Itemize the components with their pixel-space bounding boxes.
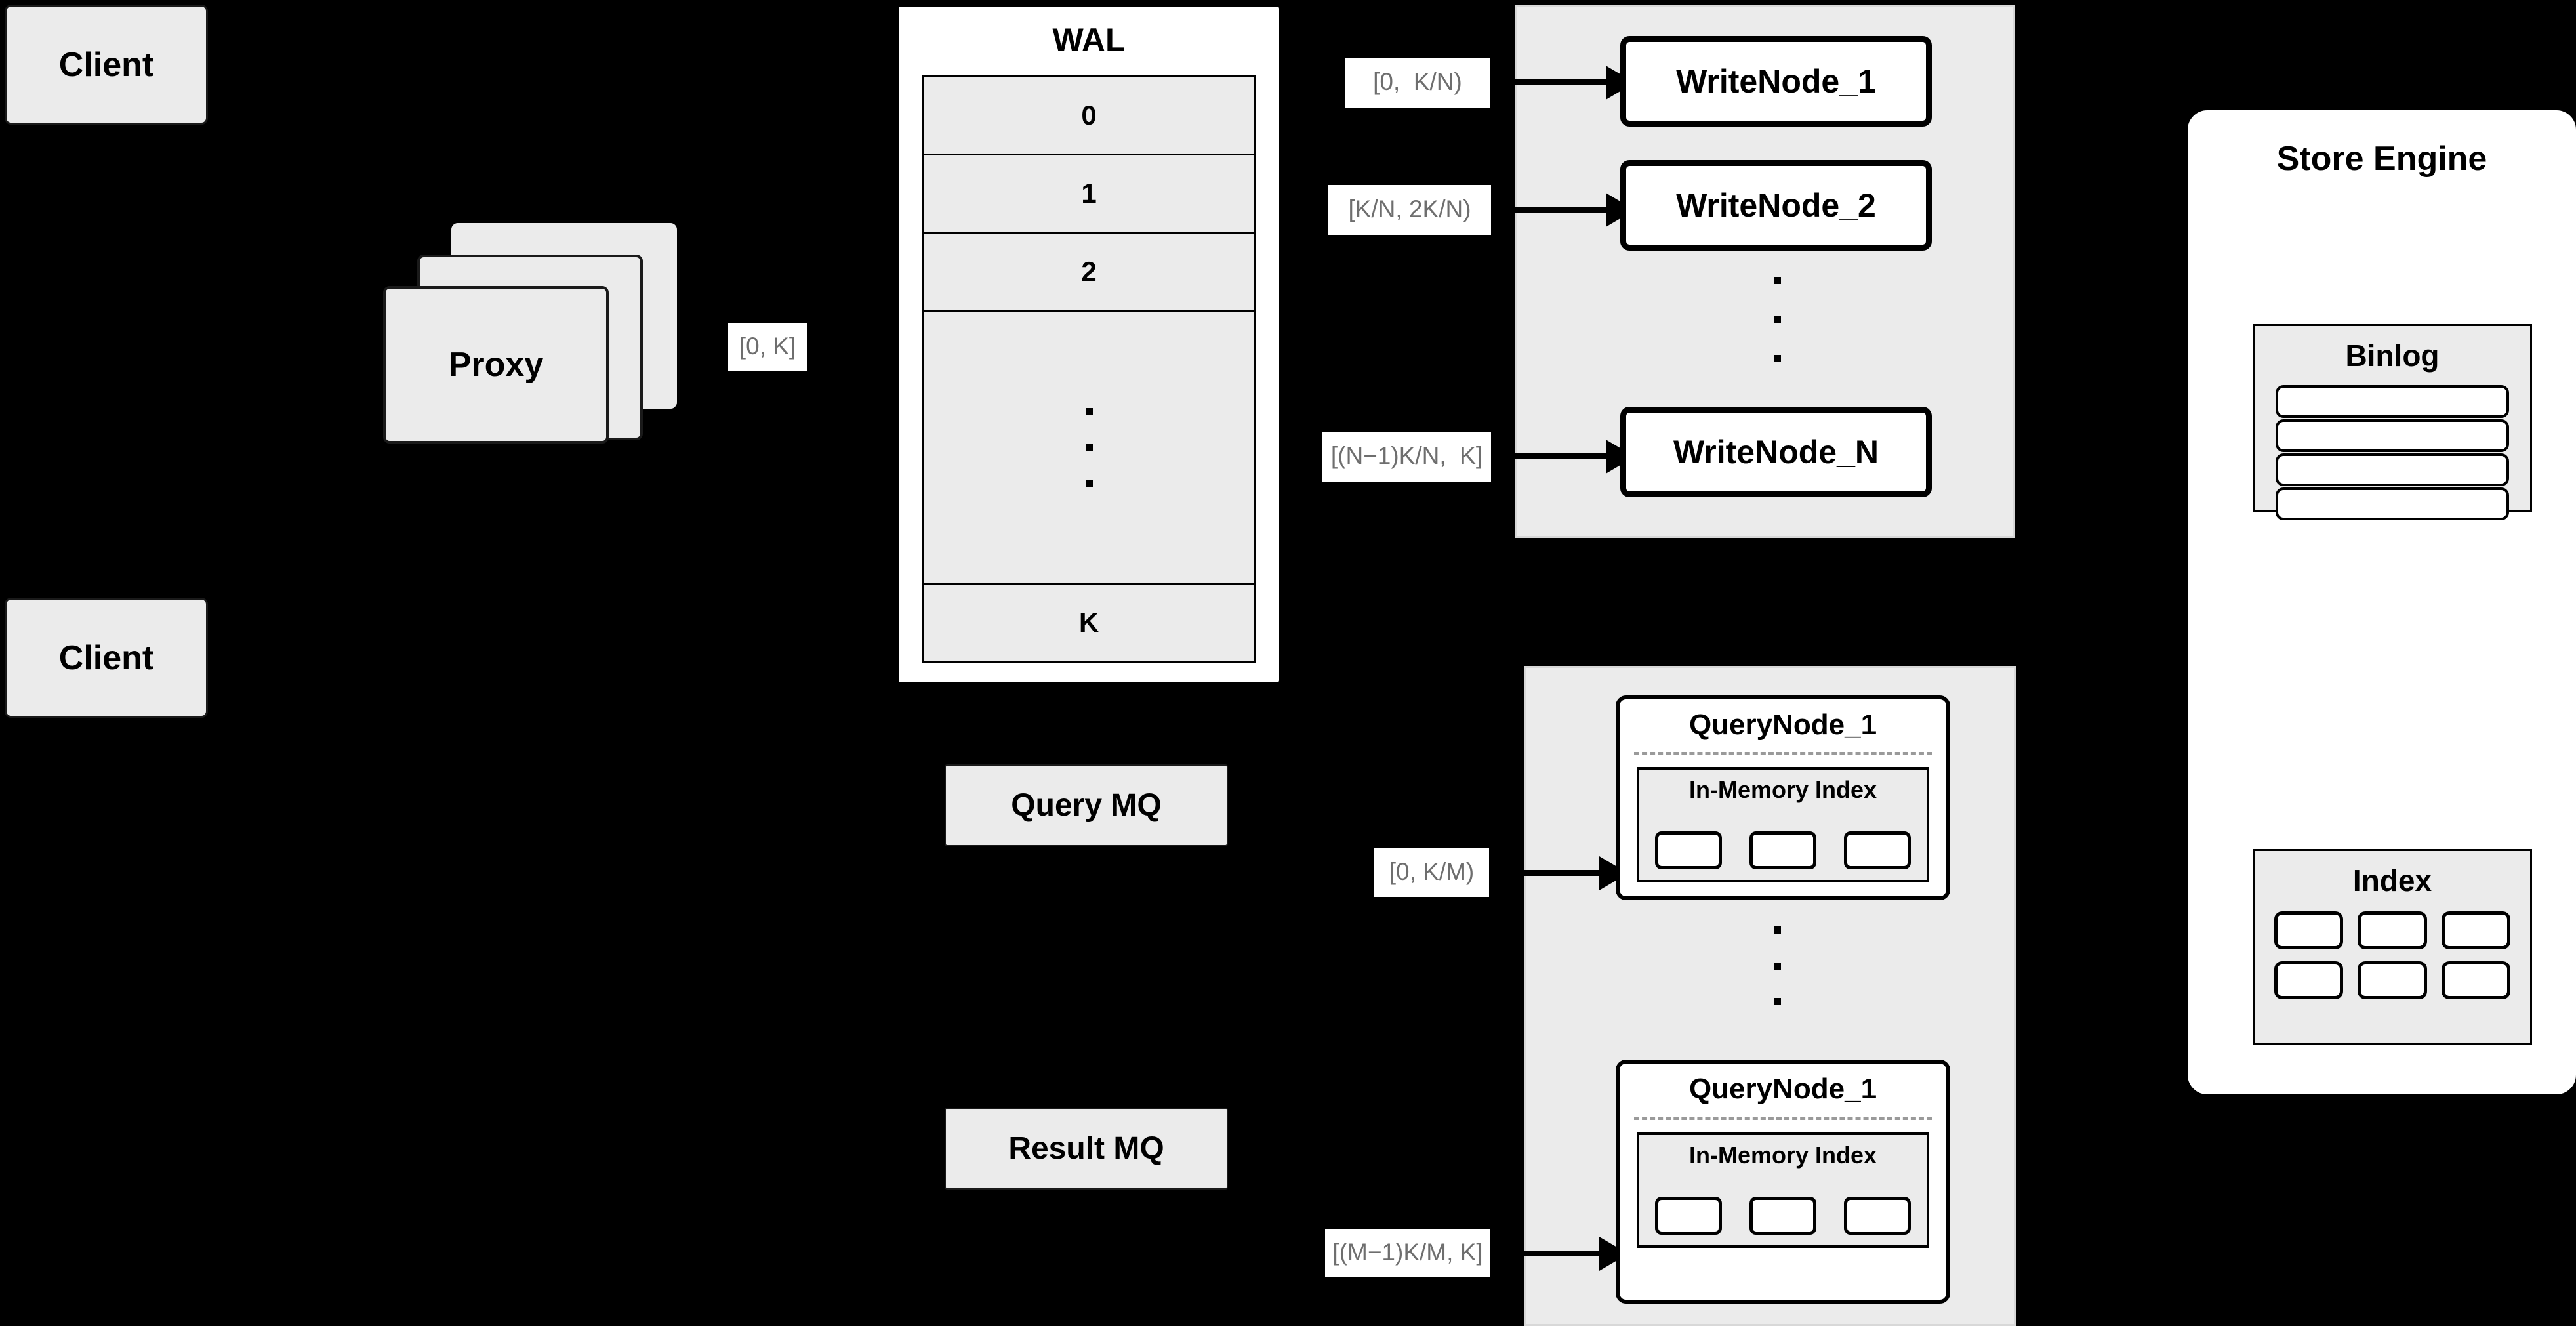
write-node-n[interactable]: WriteNode_N	[1620, 407, 1932, 497]
index-cell[interactable]	[2274, 961, 2344, 999]
index-cell[interactable]	[2441, 911, 2510, 949]
wal-row[interactable]: 1	[924, 155, 1254, 234]
query-mq-box[interactable]: Query MQ	[945, 764, 1228, 846]
write-node-1[interactable]: WriteNode_1	[1620, 36, 1932, 127]
range-text: [(M−1)K/M, K]	[1332, 1238, 1483, 1266]
write-group-ellipsis-icon	[1772, 277, 1782, 362]
wal-row[interactable]: K	[924, 585, 1254, 661]
range-text: [0, K/N)	[1373, 68, 1462, 95]
in-memory-index-cells	[1655, 1197, 1911, 1235]
query-node-divider	[1634, 1117, 1932, 1120]
wal-row-label: K	[1078, 607, 1099, 638]
binlog-panel[interactable]: Binlog	[2253, 324, 2532, 520]
index-cell[interactable]	[2441, 961, 2510, 999]
proxy-output-range-label: [0, K]	[728, 323, 807, 371]
result-mq-box[interactable]: Result MQ	[945, 1108, 1228, 1190]
index-cell[interactable]	[2358, 961, 2427, 999]
write-node-1-range-label: [0, K/N)	[1345, 58, 1490, 108]
wal-row[interactable]: 0	[924, 77, 1254, 155]
wal-row-ellipsis	[924, 312, 1254, 585]
write-node-label: WriteNode_N	[1673, 434, 1879, 470]
client-box-1[interactable]: Client	[5, 5, 208, 125]
store-engine-box[interactable]: Store Engine Binlog Index	[2188, 110, 2576, 1094]
in-memory-index-title: In-Memory Index	[1688, 776, 1877, 803]
store-index-panel[interactable]: Index	[2253, 849, 2532, 1045]
in-memory-index-title: In-Memory Index	[1688, 1142, 1877, 1169]
store-index-grid	[2274, 911, 2510, 999]
index-cell[interactable]	[2274, 911, 2344, 949]
store-index-title: Index	[2352, 863, 2432, 898]
arrow-to-write-node-1	[1515, 79, 1607, 85]
wal-row[interactable]: 2	[924, 234, 1254, 312]
in-memory-index-panel: In-Memory Index	[1637, 767, 1929, 882]
vertical-ellipsis-icon	[1085, 407, 1093, 487]
client-label: Client	[58, 638, 154, 677]
binlog-row[interactable]	[2276, 487, 2509, 520]
index-cell[interactable]	[1844, 1197, 1911, 1235]
arrow-to-query-node-1	[1523, 870, 1601, 876]
query-node-n-range-label: [(M−1)K/M, K]	[1325, 1229, 1490, 1277]
wal-row-label: 2	[1081, 256, 1097, 287]
result-mq-label: Result MQ	[1008, 1131, 1164, 1166]
index-cell[interactable]	[1749, 831, 1816, 869]
write-node-2[interactable]: WriteNode_2	[1620, 160, 1932, 251]
range-text: [K/N, 2K/N)	[1348, 195, 1471, 222]
index-cell[interactable]	[2358, 911, 2427, 949]
wal-row-label: 0	[1081, 100, 1097, 131]
arrow-to-query-node-n	[1523, 1251, 1601, 1256]
write-node-n-range-label: [(N−1)K/N, K]	[1322, 432, 1491, 482]
client-box-2[interactable]: Client	[5, 598, 208, 718]
binlog-row[interactable]	[2276, 419, 2509, 452]
proxy-label: Proxy	[448, 346, 544, 384]
query-node-label: QueryNode_1	[1688, 709, 1877, 741]
binlog-row[interactable]	[2276, 385, 2509, 418]
index-cell[interactable]	[1655, 831, 1722, 869]
query-node-1-range-label: [0, K/M)	[1374, 848, 1489, 897]
query-node-divider	[1634, 752, 1932, 755]
binlog-title: Binlog	[2345, 339, 2440, 373]
range-text: [0, K/M)	[1389, 858, 1475, 885]
in-memory-index-panel: In-Memory Index	[1637, 1132, 1929, 1248]
range-text: [(N−1)K/N, K]	[1330, 442, 1483, 469]
binlog-row-list	[2276, 385, 2509, 520]
index-cell[interactable]	[1655, 1197, 1722, 1235]
arrow-to-write-node-n	[1515, 453, 1607, 459]
query-group-ellipsis-icon	[1772, 926, 1782, 1005]
wal-box[interactable]: WAL 0 1 2 K	[895, 3, 1282, 686]
wal-title: WAL	[1052, 22, 1126, 58]
binlog-row[interactable]	[2276, 453, 2509, 486]
index-cell[interactable]	[1749, 1197, 1816, 1235]
write-node-label: WriteNode_1	[1676, 63, 1876, 100]
arrow-to-write-node-2	[1515, 207, 1607, 213]
in-memory-index-cells	[1655, 831, 1911, 869]
wal-row-list: 0 1 2 K	[922, 75, 1256, 663]
write-node-label: WriteNode_2	[1676, 187, 1876, 224]
proxy-card-front[interactable]: Proxy	[383, 286, 609, 444]
client-label: Client	[58, 45, 154, 84]
write-node-2-range-label: [K/N, 2K/N)	[1328, 185, 1491, 235]
query-node-n[interactable]: QueryNode_1 In-Memory Index	[1616, 1060, 1950, 1304]
query-node-label: QueryNode_1	[1688, 1073, 1877, 1105]
index-cell[interactable]	[1844, 831, 1911, 869]
query-mq-label: Query MQ	[1011, 788, 1162, 823]
store-engine-title: Store Engine	[2276, 140, 2487, 178]
query-node-1[interactable]: QueryNode_1 In-Memory Index	[1616, 695, 1950, 900]
range-text: [0, K]	[739, 332, 796, 360]
wal-row-label: 1	[1081, 178, 1097, 209]
